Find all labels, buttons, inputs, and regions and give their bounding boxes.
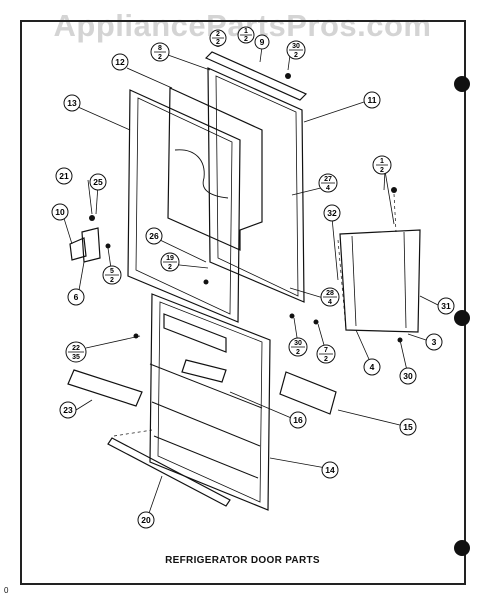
callout-30-bottom: 30 2	[291, 340, 305, 356]
screw	[391, 187, 397, 193]
svg-text:1: 1	[380, 158, 384, 165]
screw	[285, 73, 291, 79]
door-liner	[149, 293, 271, 511]
svg-text:35: 35	[72, 354, 80, 361]
diagram-frame	[20, 20, 466, 585]
svg-text:2: 2	[168, 264, 172, 271]
svg-text:22: 22	[72, 345, 80, 352]
svg-text:2: 2	[158, 54, 162, 61]
callout-31: 31	[441, 301, 451, 311]
egg-tray	[67, 369, 143, 407]
callout-2-top: 2 2	[212, 31, 224, 46]
svg-text:19: 19	[166, 255, 174, 262]
shelf-bar	[279, 371, 337, 415]
butter-tray	[181, 359, 227, 383]
svg-text:7: 7	[324, 347, 328, 354]
screw	[289, 313, 295, 319]
punch-hole-bottom	[454, 540, 470, 556]
punch-hole-top	[454, 76, 470, 92]
svg-text:2: 2	[244, 36, 248, 43]
svg-text:30: 30	[292, 43, 300, 50]
callout-23: 23	[63, 405, 73, 415]
callout-30: 30	[403, 371, 413, 381]
callout-8: 8 2	[154, 45, 166, 61]
hinge-bracket-inner	[351, 235, 357, 327]
liner-shelf-2	[151, 401, 261, 447]
callout-5: 5 2	[105, 268, 119, 284]
callout-14: 14	[325, 465, 335, 475]
hinge-bracket-inner-2	[403, 231, 407, 329]
callout-4: 4	[370, 362, 375, 372]
callout-1-top: 1 2	[240, 28, 252, 43]
svg-text:2: 2	[294, 52, 298, 59]
callout-9: 9	[260, 37, 265, 47]
screw	[397, 337, 403, 343]
callout-19: 19 2	[163, 255, 177, 271]
door-gasket-inner	[135, 97, 233, 315]
callout-26: 26	[149, 231, 159, 241]
callout-32: 32	[327, 208, 337, 218]
svg-text:30: 30	[294, 340, 302, 347]
diagram-title: REFRIGERATOR DOOR PARTS	[165, 555, 320, 566]
screw	[89, 215, 95, 221]
callout-22: 22 35	[68, 345, 84, 361]
callout-30-top: 30 2	[289, 43, 303, 59]
callout-13: 13	[67, 98, 77, 108]
punch-hole-middle	[454, 310, 470, 326]
callout-6: 6	[74, 292, 79, 302]
door-outer-panel-inner	[215, 75, 299, 297]
svg-text:2: 2	[296, 349, 300, 356]
callout-20: 20	[141, 515, 151, 525]
callout-28: 28 4	[323, 290, 337, 306]
hinge-bracket	[339, 229, 421, 333]
door-outer-panel	[207, 67, 305, 303]
svg-text:5: 5	[110, 268, 114, 275]
callout-15: 15	[403, 422, 413, 432]
door-top-trim	[204, 51, 308, 101]
callout-1-right: 1 2	[376, 158, 388, 174]
liner-shelf-3	[153, 435, 259, 479]
liner-shelf-1	[149, 363, 263, 409]
svg-text:2: 2	[324, 356, 328, 363]
svg-text:1: 1	[244, 28, 248, 35]
svg-text:4: 4	[328, 299, 332, 306]
svg-text:2: 2	[380, 167, 384, 174]
handle-bracket	[69, 237, 87, 261]
callout-7: 7 2	[319, 347, 333, 363]
svg-text:2: 2	[216, 39, 220, 46]
callout-16: 16	[293, 415, 303, 425]
screw	[203, 279, 209, 285]
svg-text:2: 2	[216, 31, 220, 38]
callout-27: 27 4	[321, 176, 335, 192]
callout-25: 25	[93, 177, 103, 187]
callout-3: 3	[432, 337, 437, 347]
svg-text:8: 8	[158, 45, 162, 52]
dairy-compartment	[163, 313, 227, 353]
bottom-trim	[107, 437, 231, 507]
screw	[105, 243, 111, 249]
callout-10: 10	[55, 207, 65, 217]
door-frame	[167, 87, 263, 251]
handle-mount	[81, 227, 101, 263]
screw	[313, 319, 319, 325]
svg-text:27: 27	[324, 176, 332, 183]
screw	[133, 333, 139, 339]
svg-text:28: 28	[326, 290, 334, 297]
svg-text:4: 4	[326, 185, 330, 192]
corner-mark: 0	[4, 586, 9, 595]
svg-text:2: 2	[110, 277, 114, 284]
callout-12: 12	[115, 57, 125, 67]
gasket-cutout	[174, 149, 229, 199]
callout-21: 21	[59, 171, 69, 181]
callout-11: 11	[368, 95, 377, 105]
door-gasket	[127, 89, 241, 323]
